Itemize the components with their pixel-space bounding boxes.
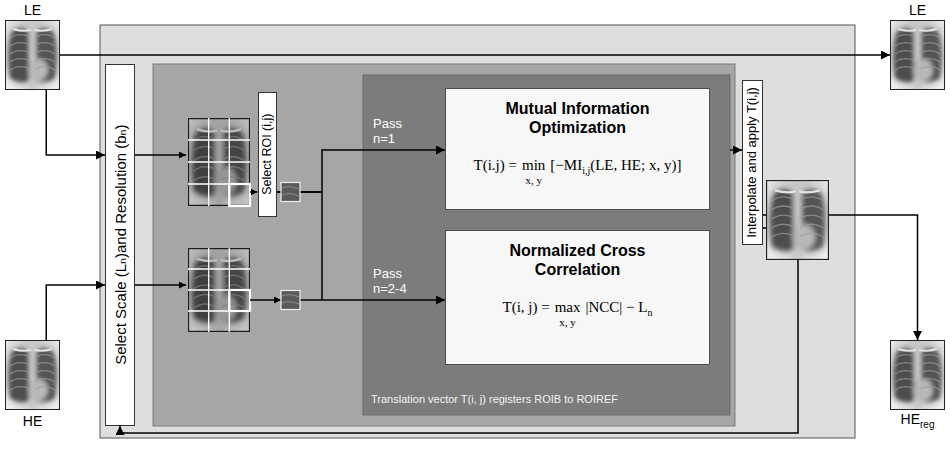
method-box: Mutual Information OptimizationT(i.j) = m… [445,88,710,210]
connector-arrow [730,149,742,151]
connector-arrow [277,150,445,192]
grid-image-le [188,118,250,206]
roi-crop [281,291,300,310]
formula-text: n [648,307,653,318]
image-label: HE [23,413,42,429]
image-label: LE [24,2,41,18]
scale-panel [153,64,735,426]
label-row: LE [909,2,926,18]
image-frame: HE [5,340,60,410]
process-box: Select ROI (i,j) [258,92,277,217]
registered-image [766,180,829,260]
formula-part: T(i, j) = [502,299,549,316]
panel-fills [363,75,730,415]
formula-row: T(i, j) =maxx, y|NCC| − Ln [502,293,652,322]
processing-panel: Mutual Information OptimizationT(i.j) = m… [363,75,730,415]
formula-text: T(i.j) = [474,157,517,173]
connector-arrow [46,90,105,155]
roi-crop [281,183,300,202]
label-holder: Pass n=2-4 [373,266,419,296]
formula-part: T(i.j) = [474,157,517,174]
formula-stack: minx, y [522,157,545,186]
process-box: Select Scale (Lₙ)and Resolution (bₙ) [105,64,135,426]
formula-subscript: i,j [582,165,590,176]
image-label: LE [909,2,926,18]
image-frame: LE [890,20,945,90]
edge-label: Pass n=2-4 [373,266,419,296]
formula-text: max [555,299,581,316]
he-registered-image [890,340,945,410]
edge-label: Pass n=1 [373,116,419,146]
he-image [5,340,60,410]
formula-subscript: n [648,307,653,318]
box-label: Select ROI (i,j) [260,114,274,195]
image-frame: LE [5,20,60,90]
formula-text: x, y [525,174,542,186]
image-label: HE [901,411,920,427]
outer-panel [100,25,855,438]
formula-part: [−MI [550,157,582,174]
formula-text: min [522,157,545,174]
formula-text: T(i, j) = [502,299,549,315]
formula-stack: maxx, y [555,299,581,328]
grid-image-he [188,248,250,332]
label-row: LE [24,2,41,18]
formula-text: x, y [559,316,576,328]
le-output-image [890,20,945,90]
process-box: Interpolate and apply T(i,j) [742,80,763,245]
le-image [5,20,60,90]
image-label: reg [920,417,934,433]
formula-part: |NCC| − L [586,299,648,316]
title-slot: Mutual Information Optimization [478,99,678,137]
formula-part: (LE, HE; x, y)] [590,157,681,174]
connector-arrow [46,285,105,340]
panel-caption: Translation vector T(i, j) registers ROI… [371,393,618,406]
connector-arrow [60,54,890,56]
label-row: HEreg [901,411,935,429]
connector-arrow [277,192,445,300]
label-holder: Pass n=1 [373,116,419,146]
box-label: Interpolate and apply T(i,j) [745,87,760,238]
box-title: Normalized Cross Correlation [509,242,645,278]
formula-text: |NCC| − L [586,299,648,315]
formula-text: [−MI [550,157,582,173]
formula-text: i,j [582,165,590,176]
connector-arrow [120,228,798,433]
layout-arrows [135,155,322,300]
title-slot: Normalized Cross Correlation [478,241,678,279]
label-row: HE [23,413,42,429]
box-title: Mutual Information Optimization [506,100,650,136]
image-frame: HEreg [890,340,945,410]
formula-row: T(i.j) =minx, y[−MIi,j(LE, HE; x, y)] [474,151,682,180]
formula-text: (LE, HE; x, y)] [590,157,681,173]
method-box: Normalized Cross CorrelationT(i, j) = max… [445,230,710,365]
panel-fill [363,75,730,415]
box-label: Select Scale (Lₙ)and Resolution (bₙ) [111,125,128,365]
